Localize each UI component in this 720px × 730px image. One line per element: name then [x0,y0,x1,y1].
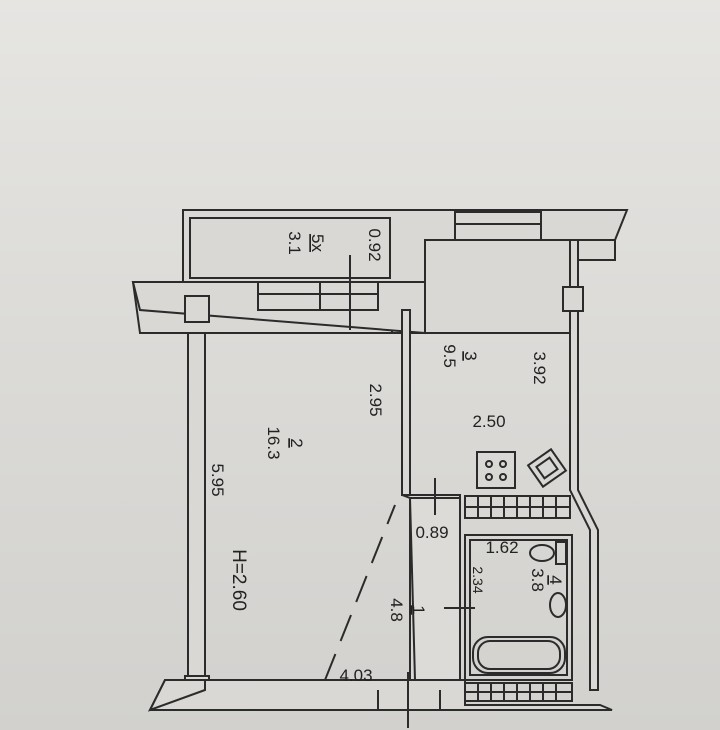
toilet-icon [529,544,555,562]
room-number: 5x [308,234,327,252]
room-5x-label: 5x 3.1 [285,231,327,255]
room-number: 3 [461,351,480,360]
room-1-label: 1 4.8 [387,598,428,622]
stove-icon [476,451,516,489]
partition-wall [324,309,461,686]
left-wall [184,295,210,705]
tiles-kitchen [464,495,571,519]
top-wall [131,211,616,335]
dimension-bath-length: 2.34 [470,566,486,593]
dimension-hall-width: 0.89 [415,523,448,542]
right-wall [562,239,599,691]
dimension-kitchen-length: 3.92 [530,351,549,384]
kitchen-sink-icon [526,447,568,489]
room-number: 2 [287,438,306,447]
ceiling-height: H=2.60 [228,549,249,611]
room-number: 4 [546,575,565,584]
dimension-bottom-width: 4.03 [339,666,372,685]
tiles-bath [464,682,573,702]
dimension-partition: 2.95 [366,383,385,416]
room-area: 4.8 [387,598,406,622]
room-4-label: 4 3.8 [528,568,565,592]
room-area: 3.8 [528,568,547,592]
room-3-label: 3 9.5 [440,344,480,368]
room-area: 3.1 [285,231,304,255]
dimension-bath-width: 1.62 [485,538,518,557]
bottom-wall [147,672,613,728]
bathroom [444,534,573,681]
room-area: 16.3 [264,426,283,459]
room-area: 9.5 [440,344,459,368]
room-2-label: 2 16.3 [264,426,306,459]
sink-icon [549,592,567,618]
dimension-kitchen-width: 2.50 [472,412,505,431]
room-number: 1 [409,605,428,614]
dimension-balcony-depth: 0.92 [365,228,384,261]
dimension-living-length: 5.95 [208,463,227,496]
